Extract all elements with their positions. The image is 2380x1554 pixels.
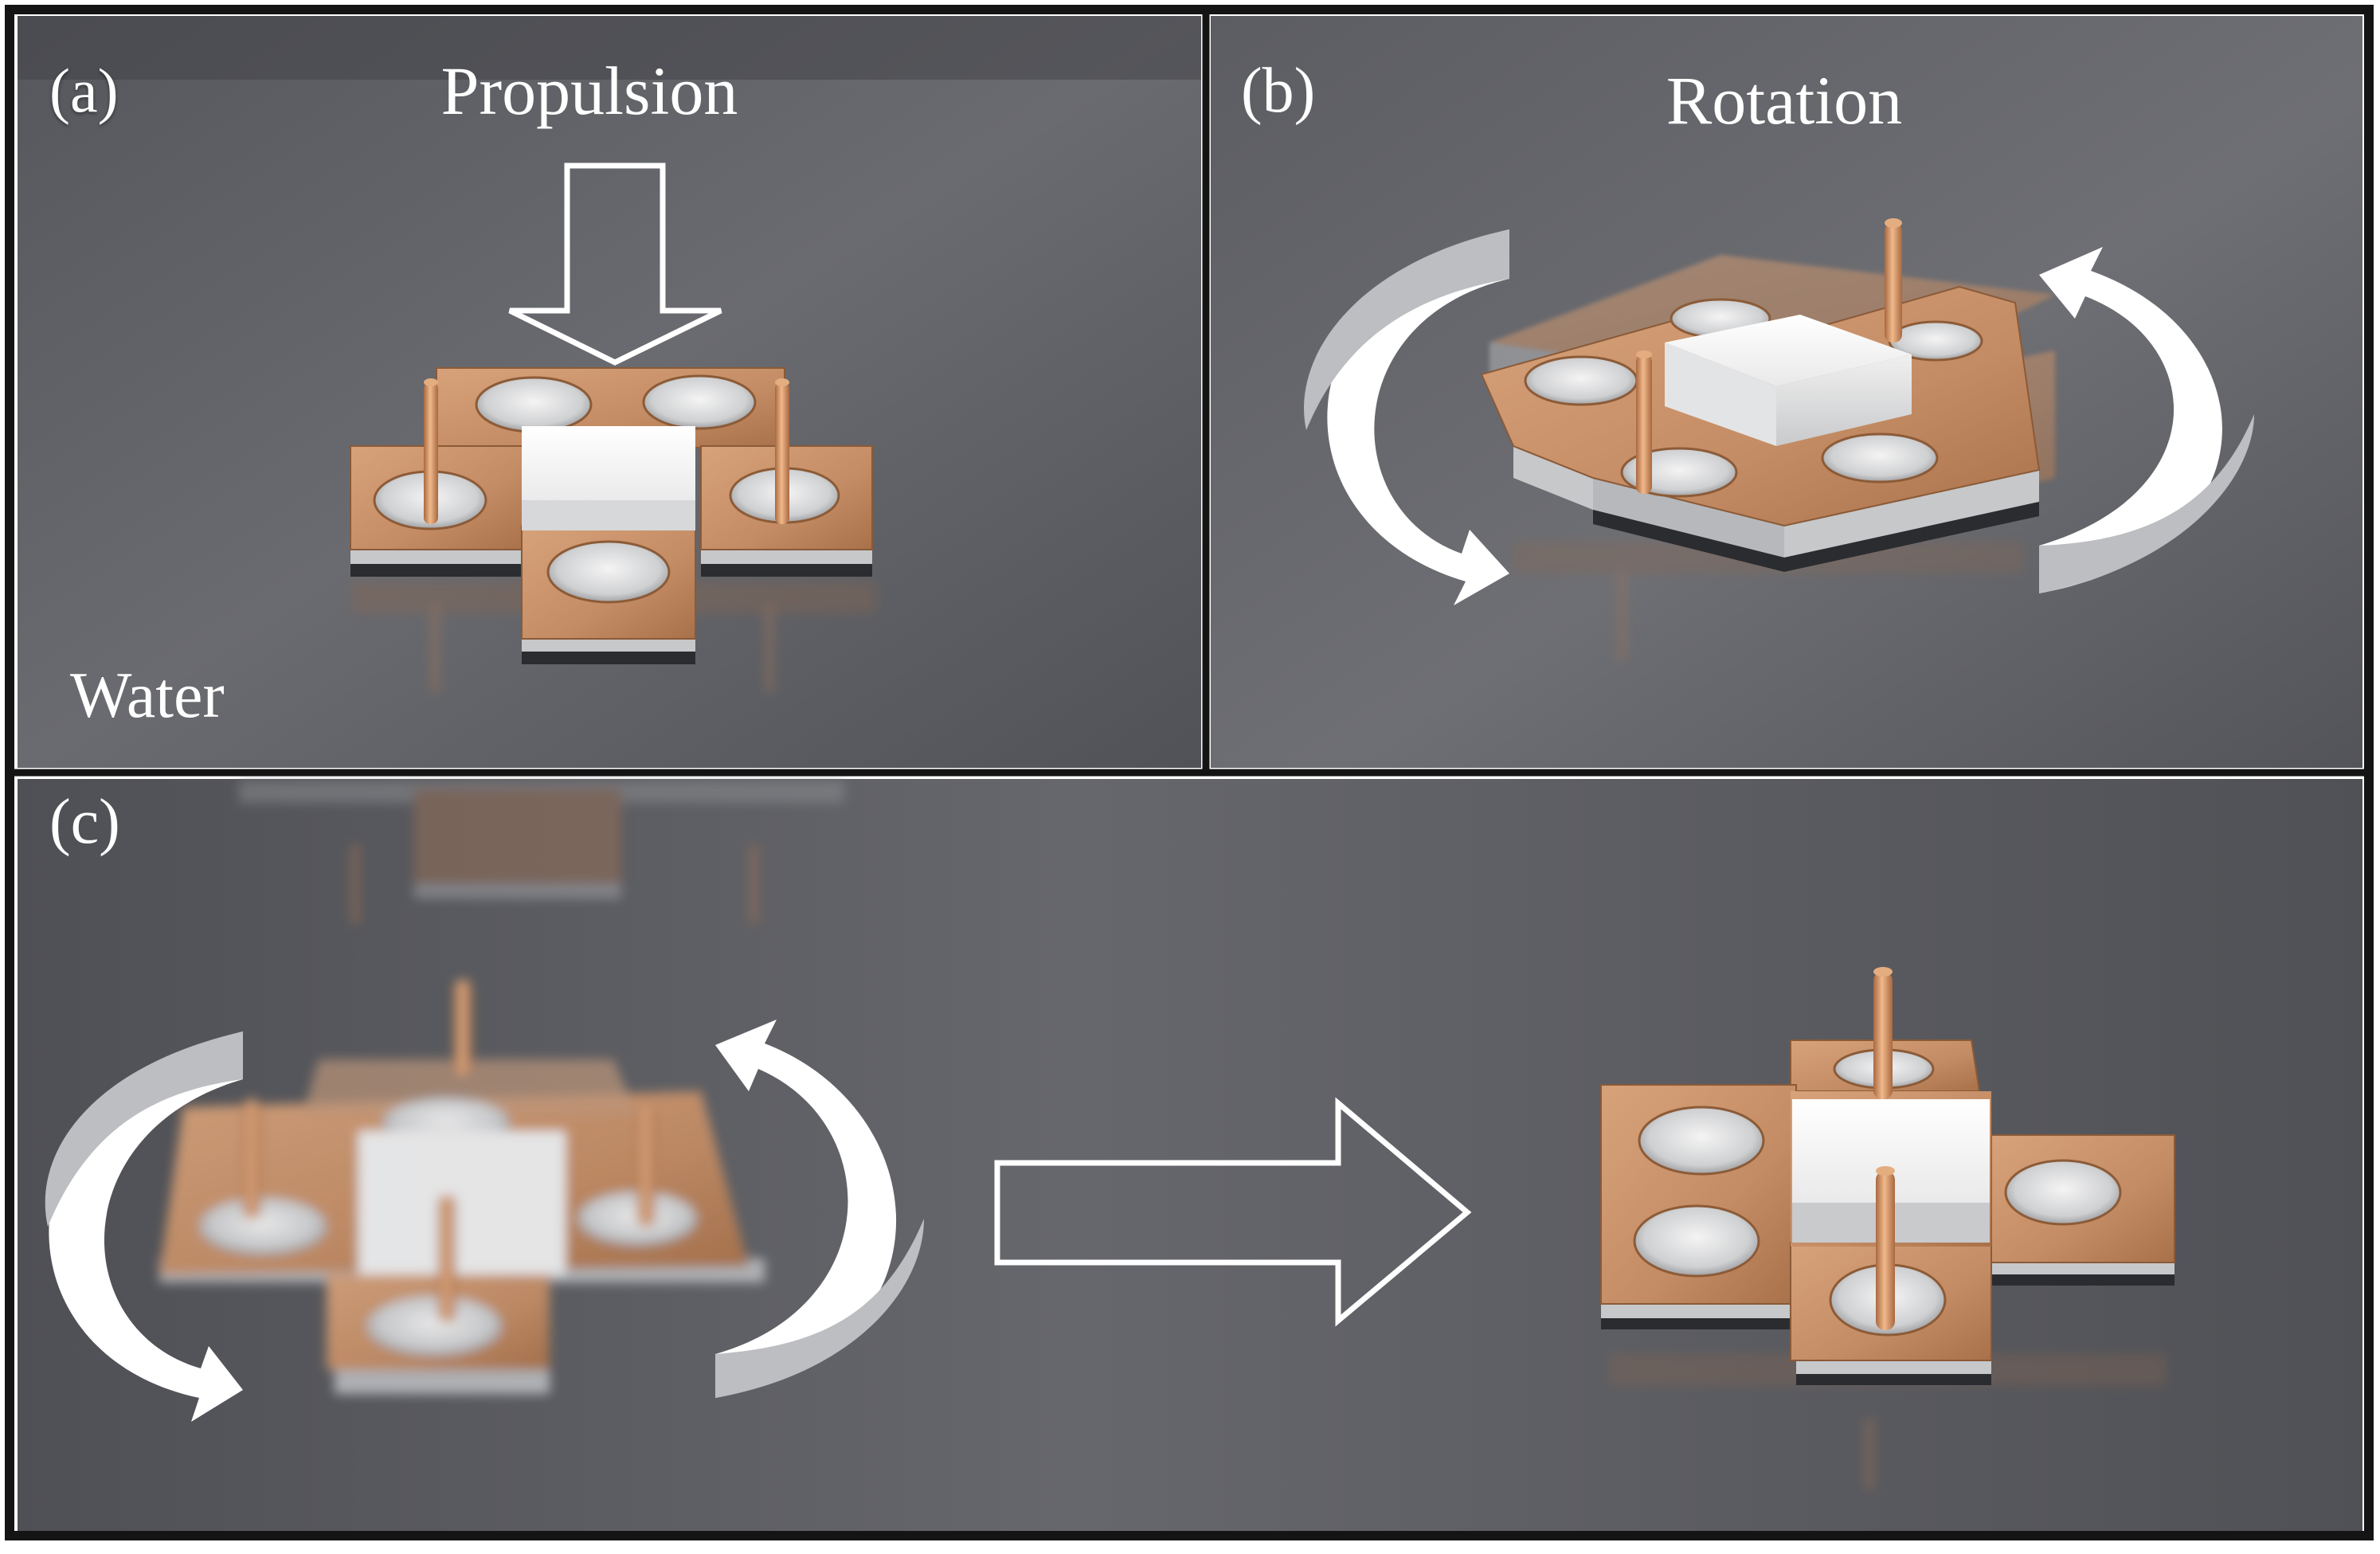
panel-a-label: (a) — [49, 56, 119, 125]
panel-a: (a) Propulsion Water — [18, 16, 1201, 768]
rotation-arrow-left-icon — [1304, 229, 1509, 605]
robot-front-view — [350, 367, 873, 664]
panel-b: (b) Rotation — [1211, 16, 2362, 768]
panel-b-title: Rotation — [1666, 62, 1902, 139]
rotation-arrow-right-c-icon — [715, 1020, 924, 1398]
panel-c-label: (c) — [49, 787, 120, 857]
panel-frames — [5, 5, 2374, 1540]
robot-top-view — [1600, 967, 2175, 1385]
propulsion-arrow-icon — [508, 162, 722, 366]
robot-isometric-view — [1480, 218, 2041, 572]
rotation-arrow-left-c-icon — [45, 1031, 243, 1422]
panel-c-top-reflection — [239, 781, 844, 924]
panel-a-title: Propulsion — [441, 53, 738, 129]
medium-label: Water — [70, 659, 225, 731]
panel-c: (c) — [18, 779, 2362, 1532]
rotation-arrow-right-icon — [2039, 247, 2254, 593]
robot-rotating-blurred — [159, 980, 765, 1394]
transition-arrow-icon — [994, 1097, 1472, 1327]
panel-b-label: (b) — [1241, 56, 1315, 126]
panel-a-highlight — [18, 16, 1201, 80]
